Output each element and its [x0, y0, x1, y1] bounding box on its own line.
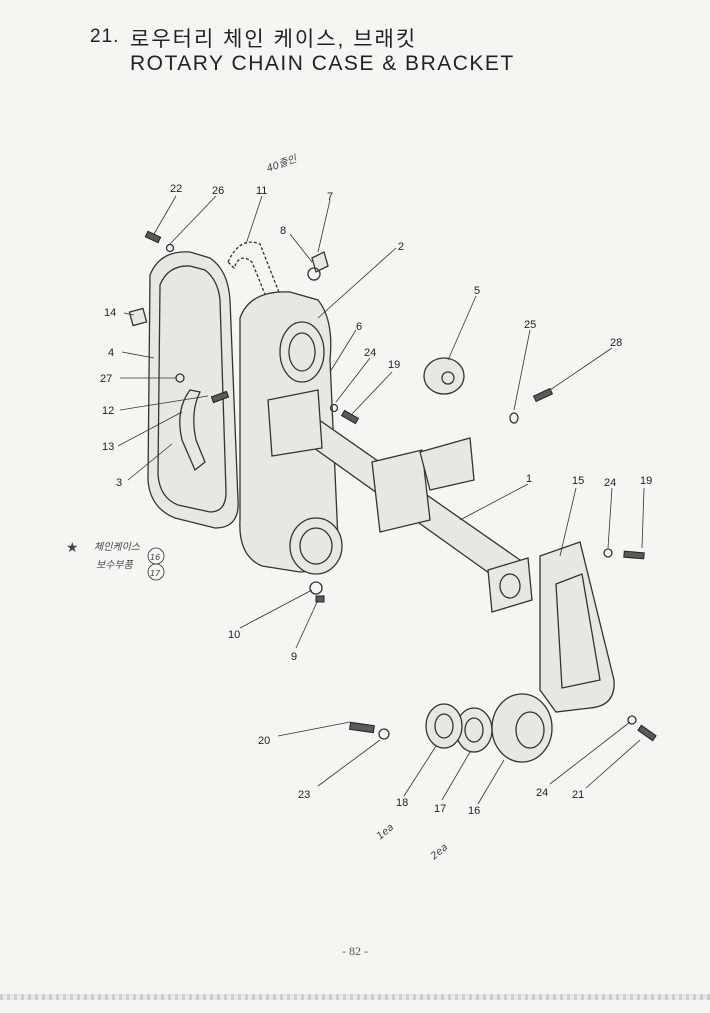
- part-gasket-plate: [539, 541, 615, 713]
- callout-25: 25: [524, 319, 536, 331]
- callout-14: 14: [104, 307, 116, 319]
- page-number: - 82 -: [342, 944, 368, 958]
- part-sprocket: [423, 357, 465, 395]
- handwritten-note-1ea: 1ea: [375, 822, 396, 842]
- callout-24-upper: 24: [364, 347, 376, 359]
- callout-3: 3: [116, 477, 122, 489]
- callout-24-right: 24: [604, 477, 616, 489]
- callout-28: 28: [610, 337, 622, 349]
- callout-15: 15: [572, 475, 584, 487]
- callout-4: 4: [108, 347, 114, 359]
- callout-19-right: 19: [640, 475, 652, 487]
- callout-12: 12: [102, 405, 114, 417]
- leader-lines: [117, 195, 645, 805]
- callout-19-upper: 19: [388, 359, 400, 371]
- handwritten-star: ★: [66, 540, 79, 556]
- handwritten-side-note-1: 체인케이스: [94, 541, 141, 553]
- handwritten-circled-16: 16: [150, 553, 160, 562]
- callout-13: 13: [102, 441, 114, 453]
- handwritten-circled-17: 17: [150, 569, 161, 578]
- part-chain-case-cover: [147, 251, 239, 529]
- section-title-english: ROTARY CHAIN CASE & BRACKET: [130, 52, 515, 75]
- part-bearing-gasket: [455, 707, 493, 753]
- callout-24-lower: 24: [536, 787, 548, 799]
- handwritten-note-2ea: 2ea: [429, 842, 450, 862]
- callout-9: 9: [291, 651, 297, 663]
- callout-21: 21: [572, 789, 584, 801]
- callout-2: 2: [398, 241, 404, 253]
- callout-8: 8: [280, 225, 286, 237]
- part-bearing-housing: [491, 693, 553, 763]
- handwritten-top-note: 40줄인: [265, 153, 299, 175]
- callout-7: 7: [327, 191, 333, 203]
- part-main-frame: [267, 389, 533, 613]
- scan-edge-artifact: [0, 994, 710, 1000]
- callout-16: 16: [468, 805, 480, 817]
- callout-11: 11: [256, 185, 267, 197]
- callout-6: 6: [356, 321, 362, 333]
- callout-17: 17: [434, 803, 446, 815]
- section-title-korean: 로우터리 체인 케이스, 브래킷: [130, 28, 418, 51]
- section-number: 21.: [90, 26, 120, 47]
- callout-10: 10: [228, 629, 240, 641]
- callout-26: 26: [212, 185, 224, 197]
- callout-5: 5: [474, 285, 480, 297]
- callout-23: 23: [298, 789, 310, 801]
- handwritten-side-note-2: 보수부품: [96, 560, 134, 571]
- callout-20: 20: [258, 735, 270, 747]
- part-cover-inner-plate: [179, 389, 206, 472]
- part-bearing-cover: [425, 703, 463, 749]
- callout-27: 27: [100, 373, 112, 385]
- callout-22: 22: [170, 183, 182, 195]
- callout-labels: 1 2 3 4 5 6 7 8 9 10 11 12 13 14 15 16 1…: [100, 183, 652, 817]
- callout-18: 18: [396, 797, 408, 809]
- callout-1: 1: [526, 473, 532, 485]
- part-small-hardware: [128, 230, 657, 742]
